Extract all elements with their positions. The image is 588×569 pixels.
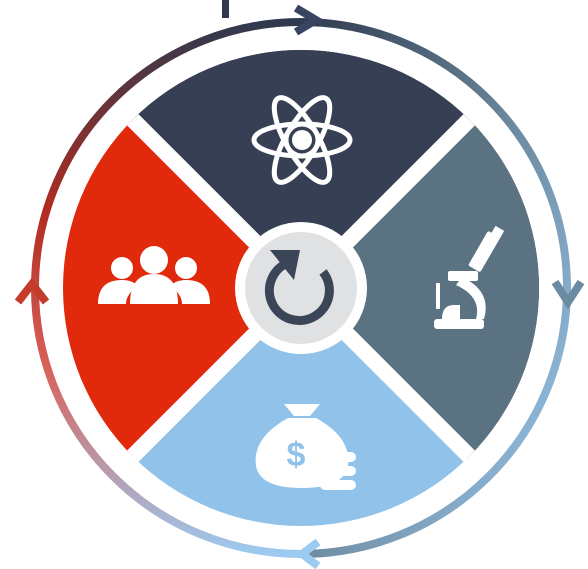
people-group-icon (98, 246, 210, 304)
atom-icon (251, 95, 353, 185)
arrow-down-right (551, 279, 585, 310)
arrow-up-left (14, 277, 50, 305)
refresh-cycle-icon (264, 250, 334, 325)
svg-text:$: $ (287, 436, 306, 474)
top-tick (222, 0, 229, 18)
arrow-left-bottom (295, 538, 321, 569)
arrow-right-top (293, 4, 324, 36)
microscope-icon (434, 225, 505, 329)
ring-arrows (14, 0, 585, 569)
center-hub (235, 222, 367, 354)
money-bag-icon: $ (255, 404, 356, 490)
